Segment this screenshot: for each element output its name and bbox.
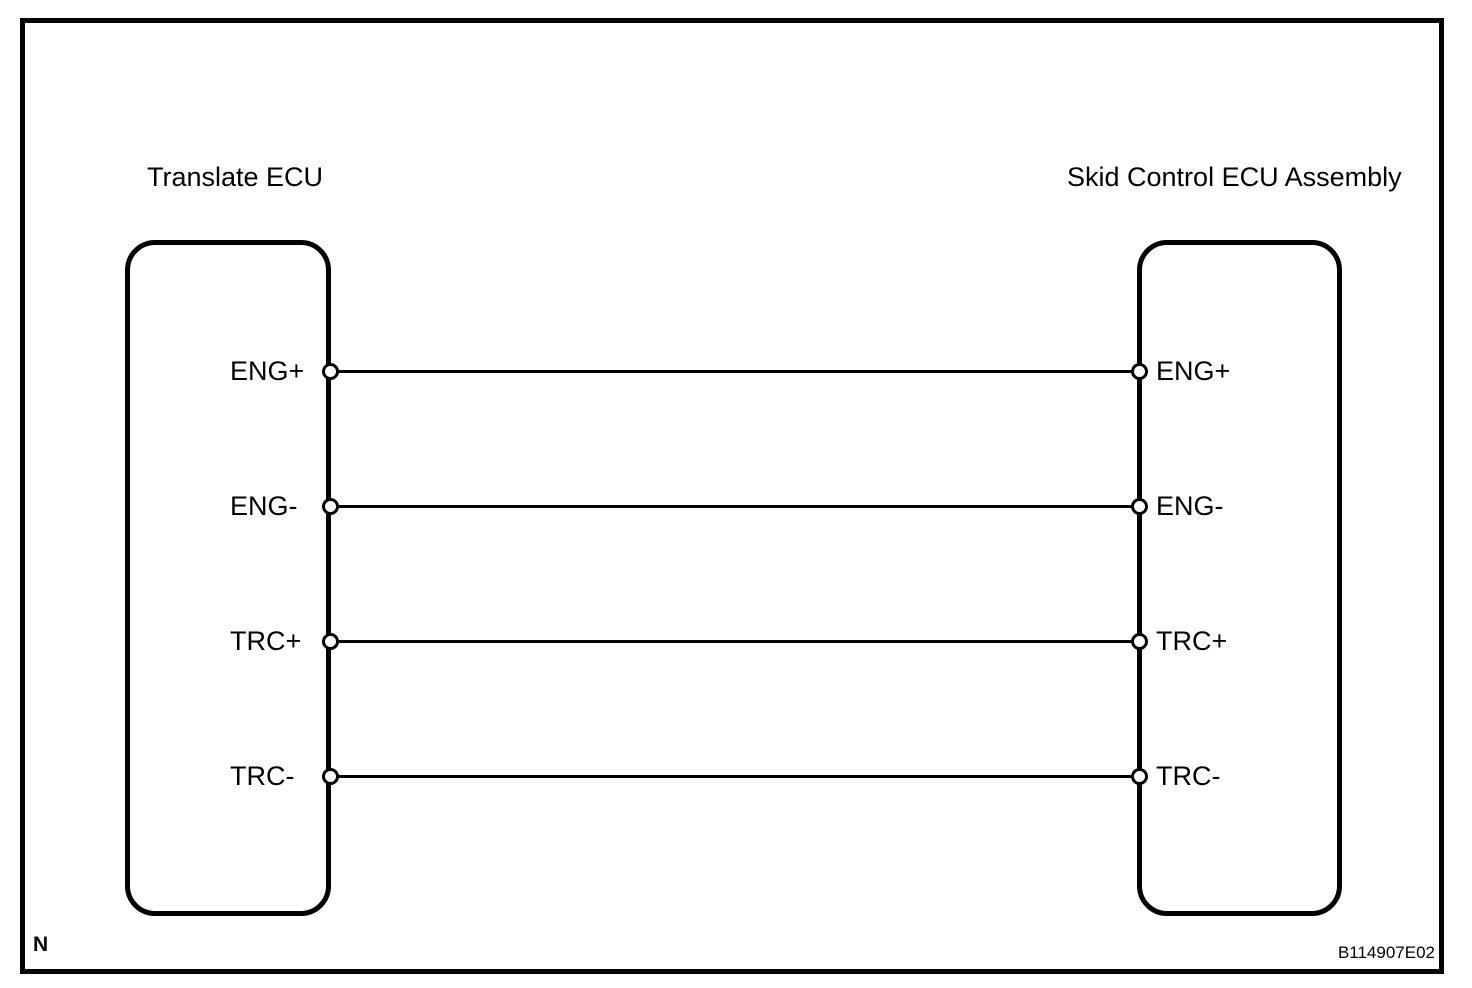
right-pin-label: ENG- <box>1156 491 1224 521</box>
left-connector-pin <box>322 767 339 785</box>
left-connector-pin <box>322 497 339 515</box>
right-pin-label: TRC+ <box>1156 626 1228 656</box>
right-connector-pin <box>1131 362 1148 380</box>
right-pin-label: ENG+ <box>1156 356 1231 386</box>
left-pin-label: TRC+ <box>230 626 302 656</box>
right-connector-pin <box>1131 632 1148 650</box>
wire <box>328 504 1142 508</box>
page-marker: N <box>33 933 49 956</box>
figure-code: B114907E02 <box>1337 943 1435 962</box>
wire <box>328 774 1142 778</box>
right-ecu-box <box>1137 240 1342 916</box>
right-connector-pin <box>1131 767 1148 785</box>
left-connector-pin <box>322 362 339 380</box>
right-connector-pin <box>1131 497 1148 515</box>
right-ecu-title: Skid Control ECU Assembly <box>1067 162 1402 192</box>
left-pin-label: ENG- <box>230 491 298 521</box>
left-pin-label: TRC- <box>230 761 295 791</box>
wire <box>328 369 1142 373</box>
left-ecu-title: Translate ECU <box>147 162 324 192</box>
left-connector-pin <box>322 632 339 650</box>
left-pin-label: ENG+ <box>230 356 305 386</box>
right-pin-label: TRC- <box>1156 761 1221 791</box>
left-ecu-box <box>125 240 331 916</box>
wire <box>328 639 1142 643</box>
